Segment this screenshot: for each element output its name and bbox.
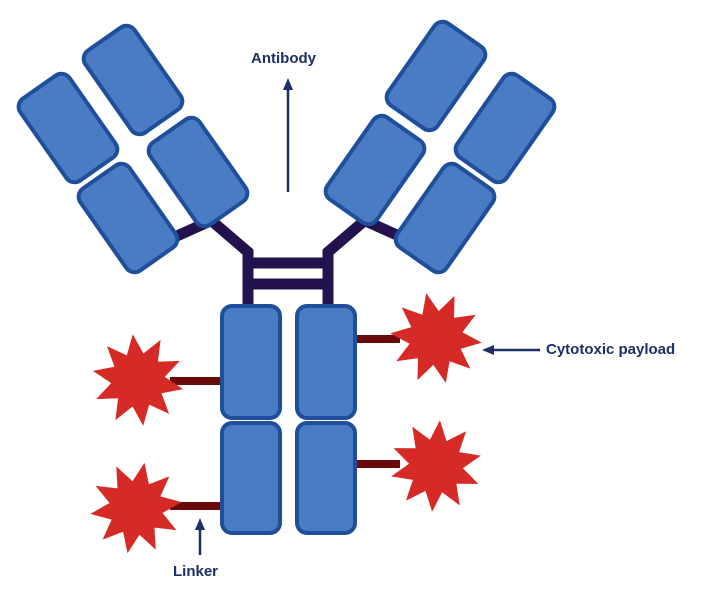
label-arrows xyxy=(195,78,540,555)
ch3-right xyxy=(295,421,357,535)
linker-arrow-head xyxy=(195,518,205,530)
payload-upper-left-star-icon xyxy=(92,334,184,426)
linkers xyxy=(170,335,400,510)
payload-lower-right-star-icon xyxy=(391,420,481,512)
heavy-chain-ch1-left xyxy=(146,115,250,229)
light-chain-variable-right xyxy=(453,71,557,185)
light-chain-constant-left xyxy=(76,161,180,275)
linker-label: Linker xyxy=(173,563,219,580)
fc-region xyxy=(220,304,357,535)
ch3-left xyxy=(220,421,282,535)
light-chain-constant-right xyxy=(393,161,497,275)
hinge-region xyxy=(165,216,411,310)
ch2-left xyxy=(220,304,282,420)
heavy-chain-ch1-right xyxy=(323,113,427,227)
payload-upper-right-star-icon xyxy=(390,293,482,383)
payload-lower-left-star-icon xyxy=(90,462,182,554)
fab-arm-right xyxy=(323,19,557,275)
heavy-chain-variable-right xyxy=(384,19,488,133)
light-chain-variable-left xyxy=(16,71,120,185)
hinge-left-chain xyxy=(209,217,254,310)
fab-arm-left xyxy=(16,23,250,275)
payload-label: Cytotoxic payload xyxy=(546,341,676,358)
cytotoxic-payloads xyxy=(90,293,482,554)
hinge-right-chain xyxy=(322,217,367,310)
payload-arrow-head xyxy=(482,345,494,355)
ch2-right xyxy=(295,304,357,420)
antibody-arrow-head xyxy=(283,78,293,90)
antibody-label: Antibody xyxy=(251,50,316,67)
heavy-chain-variable-left xyxy=(81,23,185,137)
